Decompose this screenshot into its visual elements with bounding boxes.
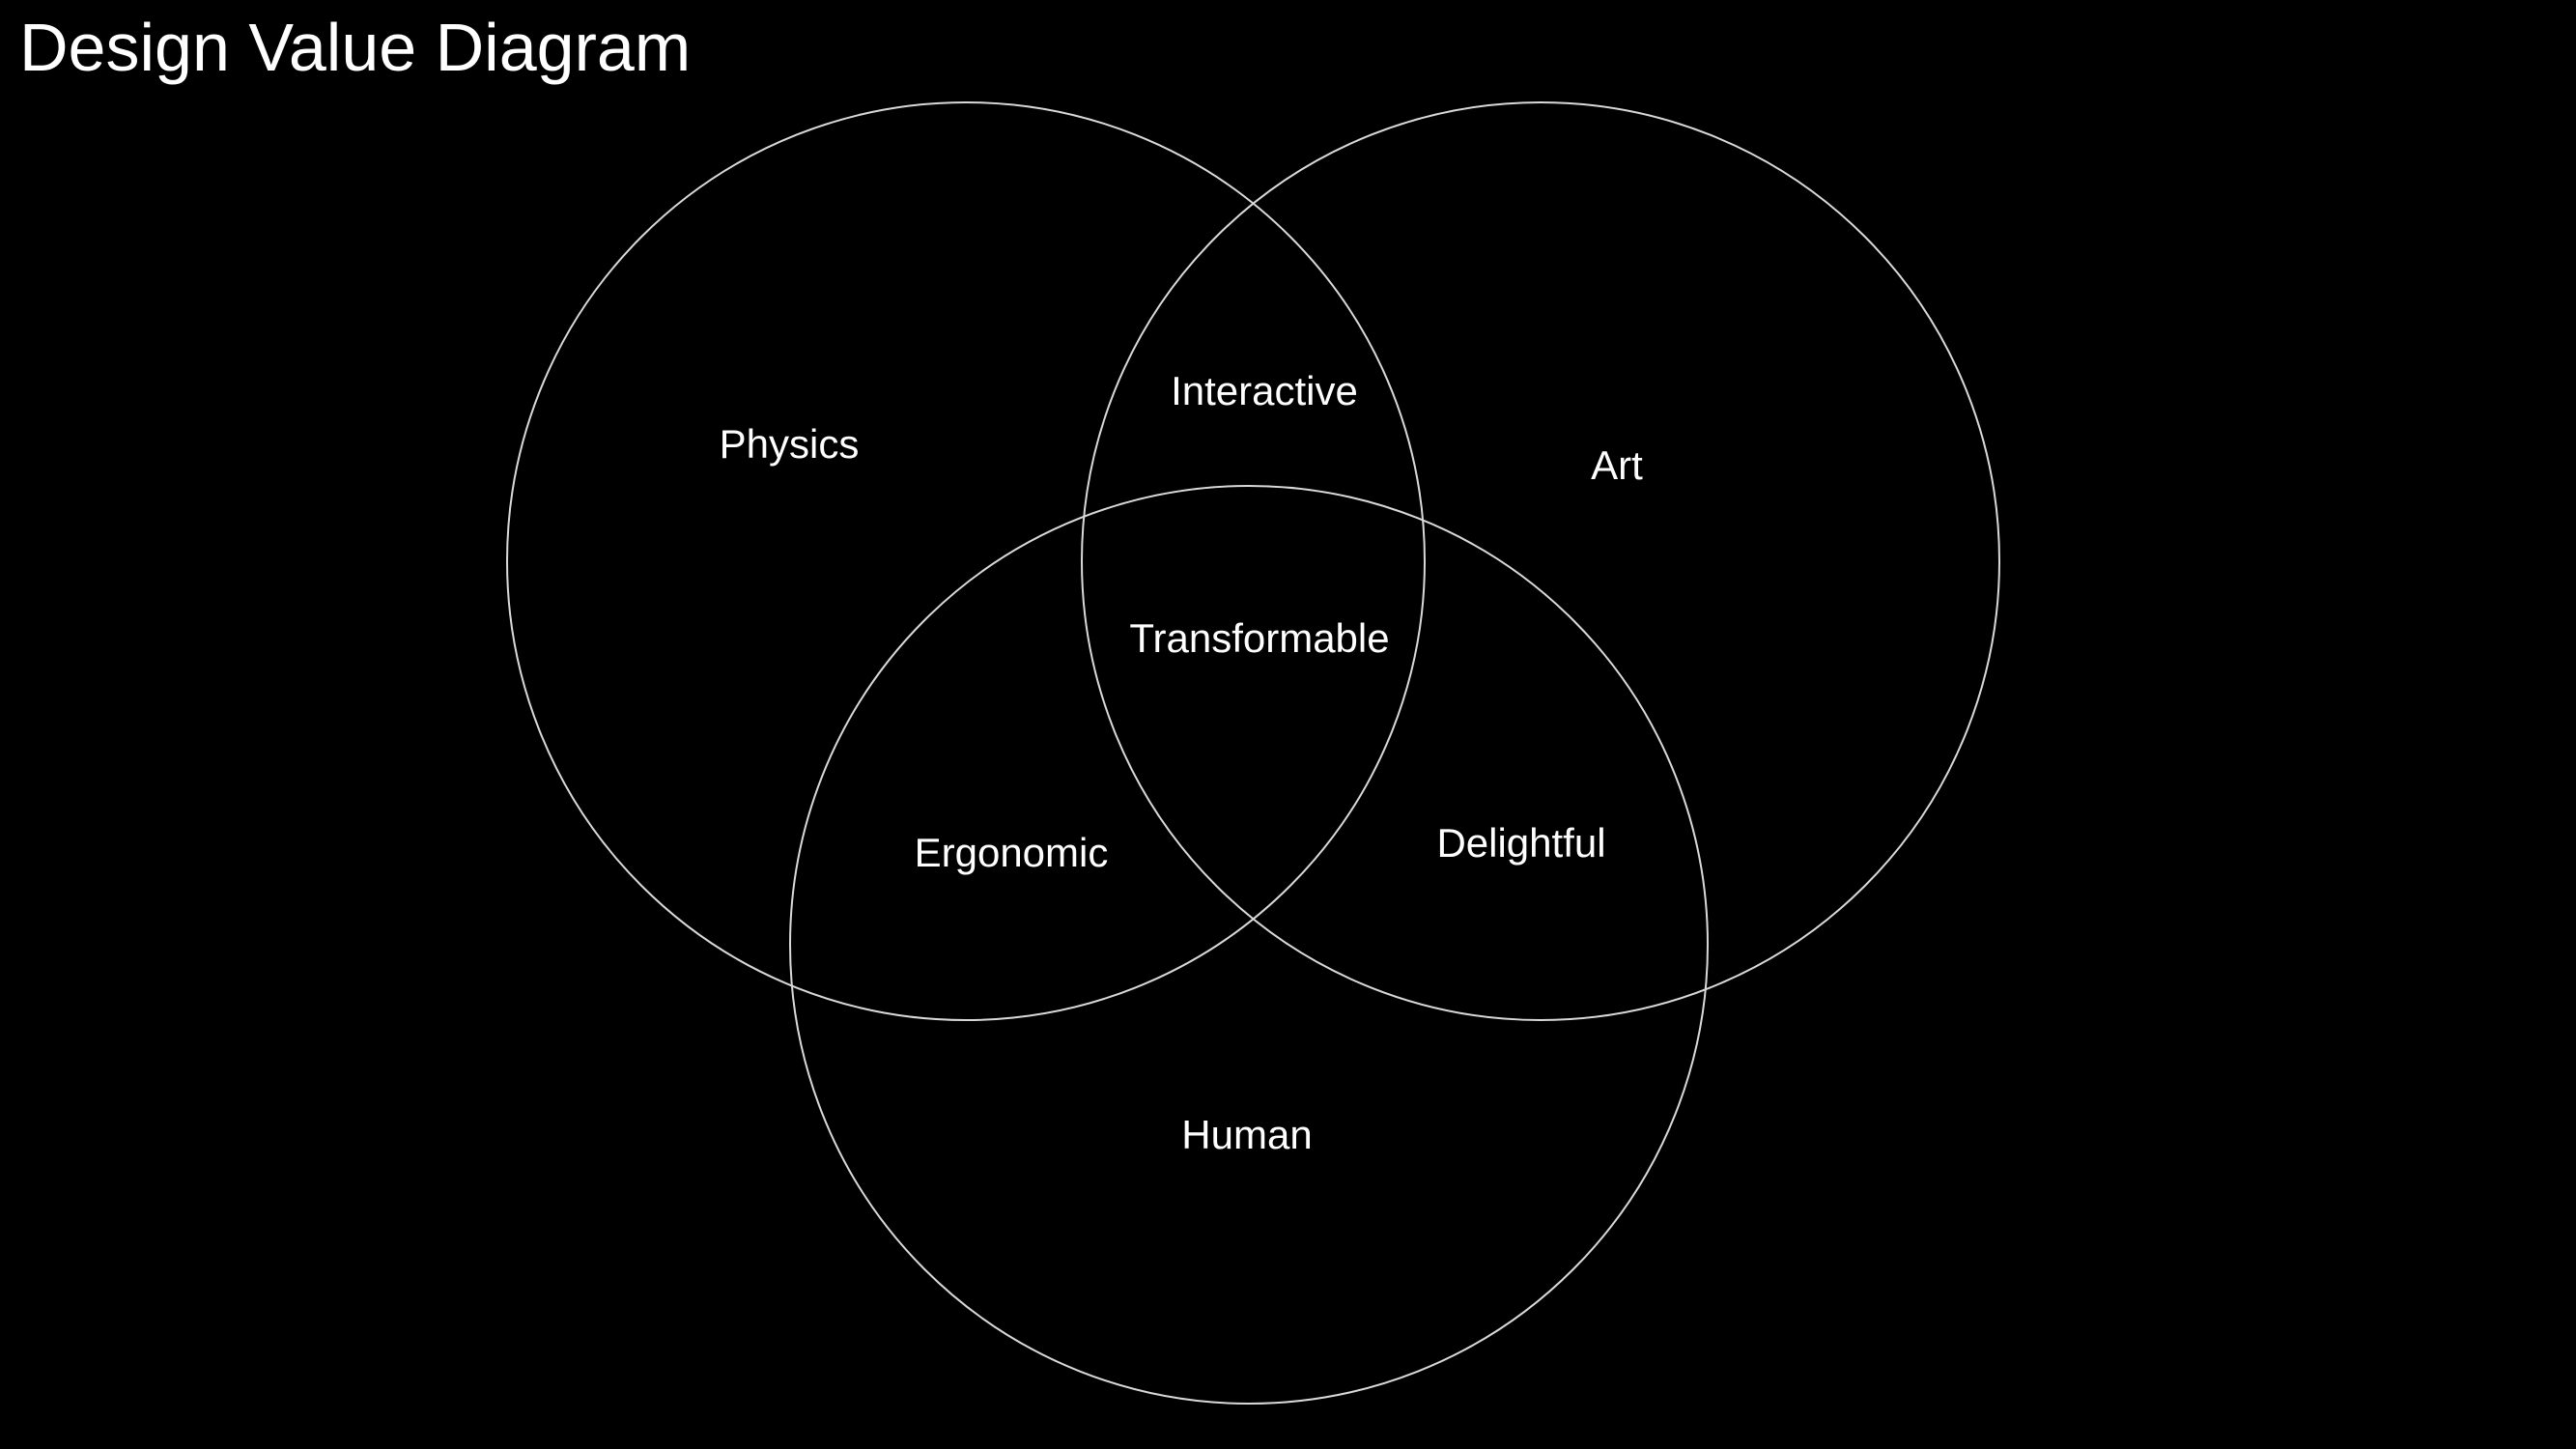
human-circle [789,485,1709,1405]
transformable-label: Transformable [1129,615,1389,661]
diagram-title: Design Value Diagram [19,10,692,85]
ergonomic-label: Ergonomic [915,830,1109,875]
art-label: Art [1591,442,1643,488]
art-circle [1081,101,2000,1021]
human-label: Human [1181,1112,1312,1157]
interactive-label: Interactive [1171,368,1358,413]
physics-label: Physics [720,421,860,467]
delightful-label: Delightful [1436,820,1605,866]
physics-circle [506,101,1426,1021]
